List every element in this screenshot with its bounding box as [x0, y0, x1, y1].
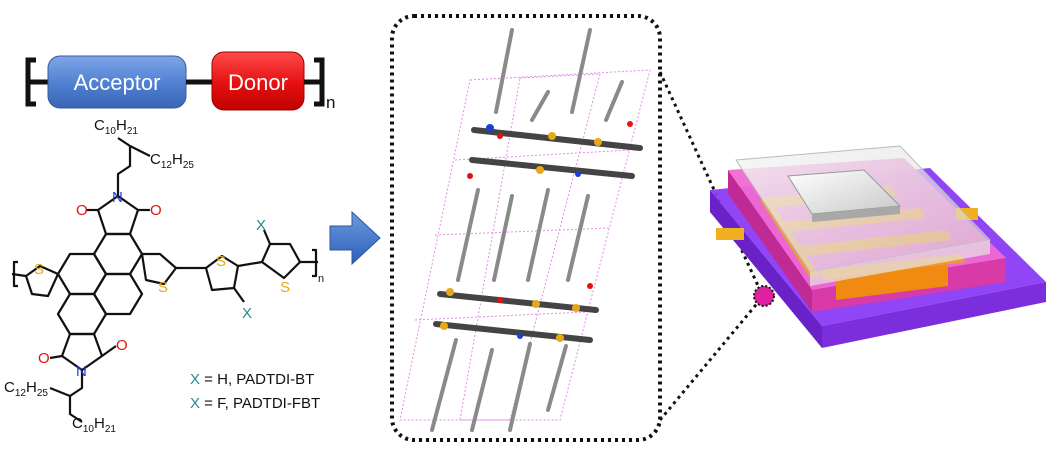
- top-branch: [129, 145, 151, 157]
- top-contact-side: [812, 206, 900, 222]
- bottom-oxygen-right: O: [116, 337, 128, 354]
- top-imide-ring: [96, 194, 140, 236]
- top-c10h21-label: C10H21: [94, 117, 138, 137]
- thiophene-1: [204, 254, 240, 292]
- dielectric-side: [728, 170, 812, 312]
- top-side-chain: [116, 137, 132, 196]
- x-bond-top: [262, 229, 272, 245]
- atom-highlights: [440, 121, 633, 342]
- right-bracket: [314, 57, 325, 107]
- top-c12h25-label: C12H25: [150, 151, 194, 171]
- bottom-oxygen-left: O: [38, 350, 50, 367]
- top-oxygen-left: O: [76, 202, 88, 219]
- bottom-branch: [49, 386, 71, 398]
- legend-line-2: X = F, PADTDI-FBT: [190, 395, 320, 412]
- x-bond-bottom: [233, 287, 245, 303]
- donor-label: Donor: [228, 70, 288, 95]
- bottom-carbonyl-left: [49, 354, 63, 360]
- bottom-carbonyl-right: [101, 345, 117, 357]
- semiconductor-front: [810, 240, 990, 286]
- poly-bracket-left: [12, 260, 18, 288]
- right-arrow-icon: [329, 210, 381, 266]
- bottom-imide-ring: [60, 332, 104, 372]
- zoom-spot: [753, 285, 775, 307]
- donor-acceptor-block-diagram: Acceptor Donor n: [25, 51, 335, 112]
- polymer-n-subscript: n: [318, 273, 324, 285]
- zoom-lines: [658, 71, 762, 421]
- x-bottom: X: [242, 305, 252, 322]
- acceptor-label: Acceptor: [74, 70, 161, 95]
- left-thiophene: [24, 264, 60, 298]
- thiophene2-sulfur: S: [280, 279, 290, 296]
- transistor-device: [710, 145, 1046, 348]
- alkyl-chains: [430, 28, 624, 432]
- top-oxygen-right: O: [150, 202, 162, 219]
- right-fused-thiophene: [140, 252, 178, 286]
- bottom-nitrogen: N: [76, 363, 87, 380]
- contact-pad-front: [836, 264, 948, 300]
- left-sulfur: S: [34, 261, 44, 278]
- gate-pad-left: [716, 228, 744, 240]
- molecule-labels: C10H21 C12H25 C12H25 C10H21 N N O O O O …: [4, 117, 324, 435]
- thiophene1-sulfur: S: [216, 253, 226, 270]
- poly-bracket-right: [312, 248, 318, 278]
- thiophene-2: [260, 242, 302, 280]
- packing-frame: [390, 14, 662, 442]
- crystal-packing-panel: [390, 14, 662, 442]
- fused-sulfur: S: [158, 279, 168, 296]
- top-nitrogen: N: [112, 189, 123, 206]
- conjugated-backbones: [433, 127, 643, 343]
- link-bond-2: [237, 260, 263, 268]
- polymer-structure: [11, 137, 318, 423]
- substituent-legend: X = H, PADTDI-BT X = F, PADTDI-FBT: [190, 371, 320, 412]
- legend-line-1: X = H, PADTDI-BT: [190, 371, 314, 388]
- bottom-c12h25-label: C12H25: [4, 379, 48, 399]
- bottom-c10h21-label: C10H21: [72, 415, 116, 435]
- substrate-front: [822, 282, 1046, 348]
- x-top: X: [256, 217, 266, 234]
- lower-aromatic-ring: [56, 292, 108, 336]
- repeat-subscript: n: [326, 93, 335, 112]
